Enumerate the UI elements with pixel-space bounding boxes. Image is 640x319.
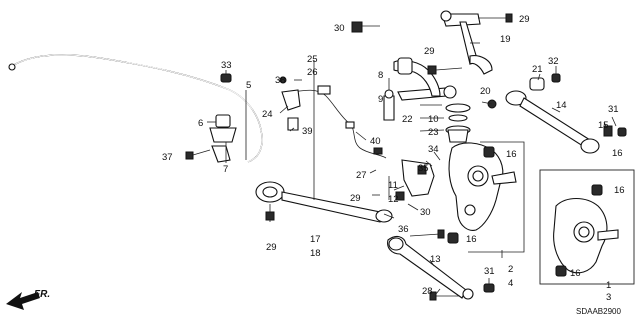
callout-37: 37 bbox=[162, 152, 173, 163]
callout-29-lower: 29 bbox=[266, 242, 277, 253]
stabilizer-bar bbox=[8, 54, 263, 163]
callout-2: 2 bbox=[508, 264, 513, 275]
callout-26: 26 bbox=[307, 67, 318, 78]
stabilizer-link bbox=[211, 145, 231, 163]
inset-knuckle-assembly bbox=[539, 169, 635, 285]
diagram-code: SDAAB2900 bbox=[576, 307, 621, 316]
lower-arm-13 bbox=[387, 235, 474, 300]
front-direction-arrow: FR. bbox=[6, 289, 50, 310]
upper-arm-rod bbox=[393, 57, 457, 101]
bolt-30-top bbox=[351, 21, 380, 33]
callout-22: 22 bbox=[402, 114, 413, 125]
callout-21: 21 bbox=[532, 64, 543, 75]
callout-15: 15 bbox=[598, 120, 609, 131]
callout-11: 11 bbox=[388, 180, 398, 191]
callout-38: 38 bbox=[275, 75, 286, 86]
callout-29-mid: 29 bbox=[350, 193, 361, 204]
bolt-29-lower bbox=[265, 204, 275, 222]
stabilizer-bushing bbox=[209, 114, 237, 143]
bolt-15-31 bbox=[603, 125, 627, 137]
callout-29-upper: 29 bbox=[424, 46, 435, 57]
callout-24: 24 bbox=[262, 109, 273, 120]
callout-7: 7 bbox=[223, 164, 228, 175]
callout-16-b: 16 bbox=[466, 234, 477, 245]
link-9 bbox=[383, 89, 395, 121]
callout-25: 25 bbox=[307, 54, 318, 65]
callout-34: 34 bbox=[428, 144, 439, 155]
callout-20: 20 bbox=[480, 86, 491, 97]
arm-14 bbox=[505, 90, 600, 154]
sensor-harness bbox=[291, 85, 387, 159]
callout-14: 14 bbox=[556, 100, 567, 111]
callout-23: 23 bbox=[428, 127, 439, 138]
callout-17: 17 bbox=[310, 234, 321, 245]
callout-27: 27 bbox=[356, 170, 367, 181]
callout-8: 8 bbox=[378, 70, 383, 81]
nut-32 bbox=[551, 73, 561, 83]
callout-16-d: 16 bbox=[614, 185, 625, 196]
callout-19: 19 bbox=[500, 34, 511, 45]
callout-18: 18 bbox=[310, 248, 321, 259]
arm-19 bbox=[440, 10, 493, 75]
bushing-21 bbox=[529, 77, 545, 91]
callout-40: 40 bbox=[370, 136, 381, 147]
callout-31-right: 31 bbox=[608, 104, 619, 115]
sensor-bracket bbox=[279, 76, 301, 131]
leader-lines bbox=[207, 42, 617, 295]
callout-3: 3 bbox=[606, 292, 611, 303]
callout-4: 4 bbox=[508, 278, 513, 289]
nut-31-lower bbox=[483, 283, 495, 293]
callout-32: 32 bbox=[548, 56, 559, 67]
callout-5: 5 bbox=[246, 80, 251, 91]
callout-10: 10 bbox=[428, 114, 439, 125]
callout-39: 39 bbox=[302, 126, 313, 137]
direction-label: FR. bbox=[34, 289, 50, 300]
callout-30-mid: 30 bbox=[420, 207, 431, 218]
bolt-37 bbox=[185, 149, 211, 160]
callout-35: 35 bbox=[418, 163, 429, 174]
callout-28: 28 bbox=[422, 286, 433, 297]
callout-30-top: 30 bbox=[334, 23, 345, 34]
bushing-stack bbox=[445, 103, 471, 143]
callout-33: 33 bbox=[221, 60, 232, 71]
bolt-29-upper bbox=[427, 65, 463, 75]
callout-36: 36 bbox=[398, 224, 409, 235]
callout-16-a: 16 bbox=[506, 149, 517, 160]
bushing-16-knuckle-bottom bbox=[447, 232, 459, 244]
callout-12: 12 bbox=[388, 194, 399, 205]
callout-31-lower: 31 bbox=[484, 266, 495, 277]
bolt-28 bbox=[429, 291, 460, 301]
nut-33 bbox=[220, 73, 232, 83]
bolt-36 bbox=[409, 229, 445, 239]
frame-box-2-4 bbox=[468, 141, 525, 253]
callout-6: 6 bbox=[198, 118, 203, 129]
callout-16-c: 16 bbox=[612, 148, 623, 159]
callout-29-top: 29 bbox=[519, 14, 530, 25]
rear-knuckle bbox=[448, 142, 517, 231]
callout-9: 9 bbox=[378, 94, 383, 105]
bushing-16-knuckle-top bbox=[483, 146, 495, 158]
callout-1: 1 bbox=[606, 280, 611, 291]
callout-13: 13 bbox=[430, 254, 441, 265]
callout-numbers: 33 5 6 7 37 25 26 38 24 39 40 27 30 8 9 … bbox=[162, 14, 625, 316]
callout-16-e: 16 bbox=[570, 268, 581, 279]
lower-arm-17 bbox=[255, 181, 393, 223]
bolt-29-top bbox=[478, 13, 513, 23]
